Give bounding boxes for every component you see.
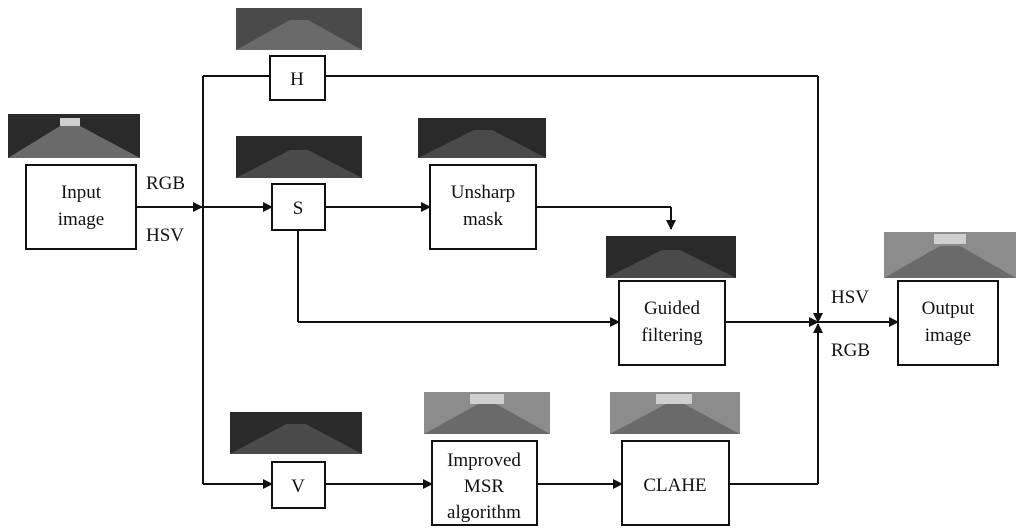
v-channel-box: V xyxy=(271,461,326,509)
output-image-box: Output image xyxy=(897,280,999,366)
output-image-label-2: image xyxy=(925,325,971,346)
h-channel-label: H xyxy=(290,69,304,90)
v-channel-label: V xyxy=(291,476,305,497)
thumb-clahe xyxy=(610,392,740,434)
thumb-v xyxy=(230,412,362,454)
clahe-box: CLAHE xyxy=(621,440,730,526)
rgb-label-left: RGB xyxy=(146,173,185,194)
connectors xyxy=(136,75,899,489)
hsv-label-left: HSV xyxy=(146,225,184,246)
thumb-guided xyxy=(606,236,736,278)
s-channel-label: S xyxy=(293,198,304,219)
clahe-label: CLAHE xyxy=(643,475,706,496)
input-image-box: Input image xyxy=(25,164,137,250)
improved-msr-box: Improved MSR algorithm xyxy=(431,440,538,526)
unsharp-mask-label-1: Unsharp xyxy=(451,182,515,203)
input-image-label-1: Input xyxy=(61,182,102,203)
thumb-msr xyxy=(424,392,550,434)
output-image-label-1: Output xyxy=(922,298,976,319)
thumb-h xyxy=(236,8,362,50)
thumb-input xyxy=(8,114,140,158)
rgb-label-right: RGB xyxy=(831,340,870,361)
s-channel-box: S xyxy=(271,183,326,231)
guided-filtering-box: Guided filtering xyxy=(618,280,726,366)
improved-msr-label-1: Improved xyxy=(447,450,521,471)
guided-filtering-label-1: Guided xyxy=(644,298,700,319)
improved-msr-label-2: MSR xyxy=(464,476,504,497)
h-channel-box: H xyxy=(269,55,326,101)
thumb-output xyxy=(884,232,1016,278)
thumb-s xyxy=(236,136,362,178)
unsharp-mask-box: Unsharp mask xyxy=(429,164,537,250)
hsv-label-right: HSV xyxy=(831,287,869,308)
guided-filtering-label-2: filtering xyxy=(641,325,703,346)
input-image-label-2: image xyxy=(58,209,104,230)
unsharp-mask-label-2: mask xyxy=(463,209,504,230)
thumb-unsharp xyxy=(418,118,546,158)
improved-msr-label-3: algorithm xyxy=(447,502,521,523)
